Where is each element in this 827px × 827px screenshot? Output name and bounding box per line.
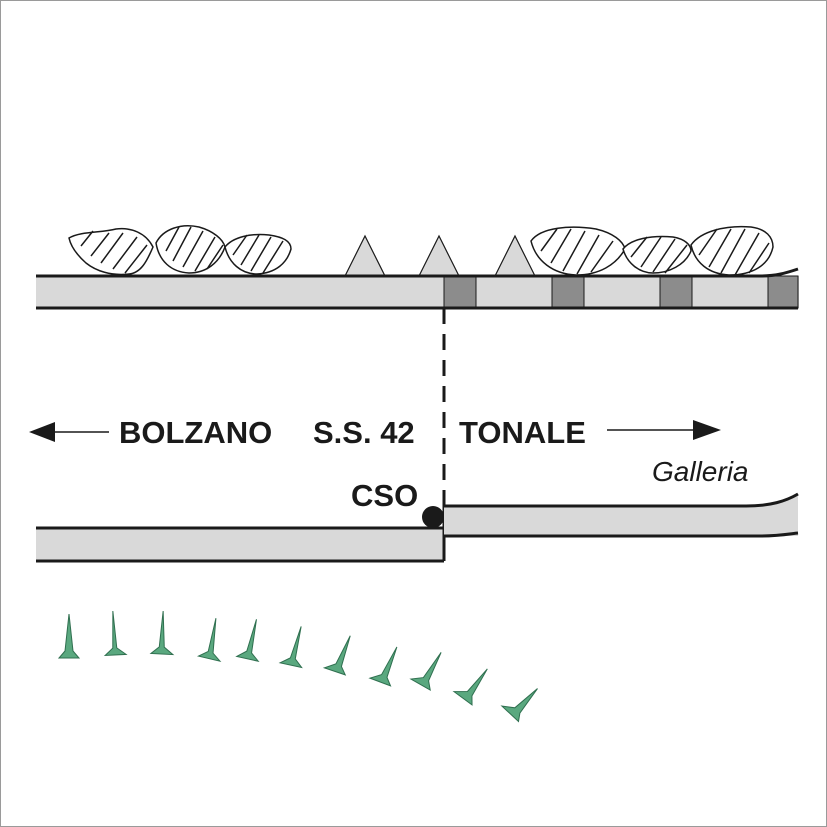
hatched-blob-icon — [155, 225, 226, 274]
label-cso: CSO — [351, 478, 418, 513]
spike-marker-icon — [196, 618, 222, 663]
spike-marker-icon — [322, 635, 351, 676]
spike-marker-icon — [500, 688, 538, 723]
upper-section — [36, 225, 799, 310]
arrow-right-icon — [607, 420, 721, 440]
triangle-icon — [494, 234, 536, 277]
upper-road-right — [444, 276, 799, 308]
spike-marker-icon — [278, 626, 303, 669]
spike-marker-icon — [103, 610, 128, 657]
upper-road-left — [36, 276, 444, 308]
hatched-blob-icon — [622, 235, 692, 274]
road-block — [551, 275, 585, 309]
spike-marker-icon — [57, 613, 81, 659]
road-block — [659, 275, 693, 309]
spike-marker-icon — [235, 619, 260, 663]
hatched-blob-icon — [690, 225, 774, 276]
triangle-icon — [418, 234, 460, 277]
direction-row: BOLZANO S.S. 42 TONALE — [29, 415, 721, 450]
label-galleria: Galleria — [652, 456, 748, 487]
label-bolzano: BOLZANO — [119, 415, 272, 450]
hatched-blob-icon — [224, 233, 292, 275]
spike-marker-icon — [409, 652, 442, 692]
triangle-icon — [344, 234, 386, 277]
hatched-blob-icon — [530, 226, 626, 276]
lower-road-left — [36, 528, 444, 561]
road-block — [767, 275, 799, 309]
spike-marker-icon — [149, 610, 175, 656]
spike-marker-icon — [452, 668, 488, 706]
hatched-blob-icon — [68, 227, 154, 276]
lower-road-right — [444, 494, 798, 536]
marker-row — [57, 610, 538, 723]
arrow-left-icon — [29, 422, 109, 442]
lower-section — [36, 492, 799, 563]
road-block — [443, 275, 477, 309]
spike-marker-icon — [368, 646, 398, 687]
filled-dot-icon — [422, 506, 444, 528]
label-road: S.S. 42 — [313, 415, 415, 450]
label-tonale: TONALE — [459, 415, 586, 450]
